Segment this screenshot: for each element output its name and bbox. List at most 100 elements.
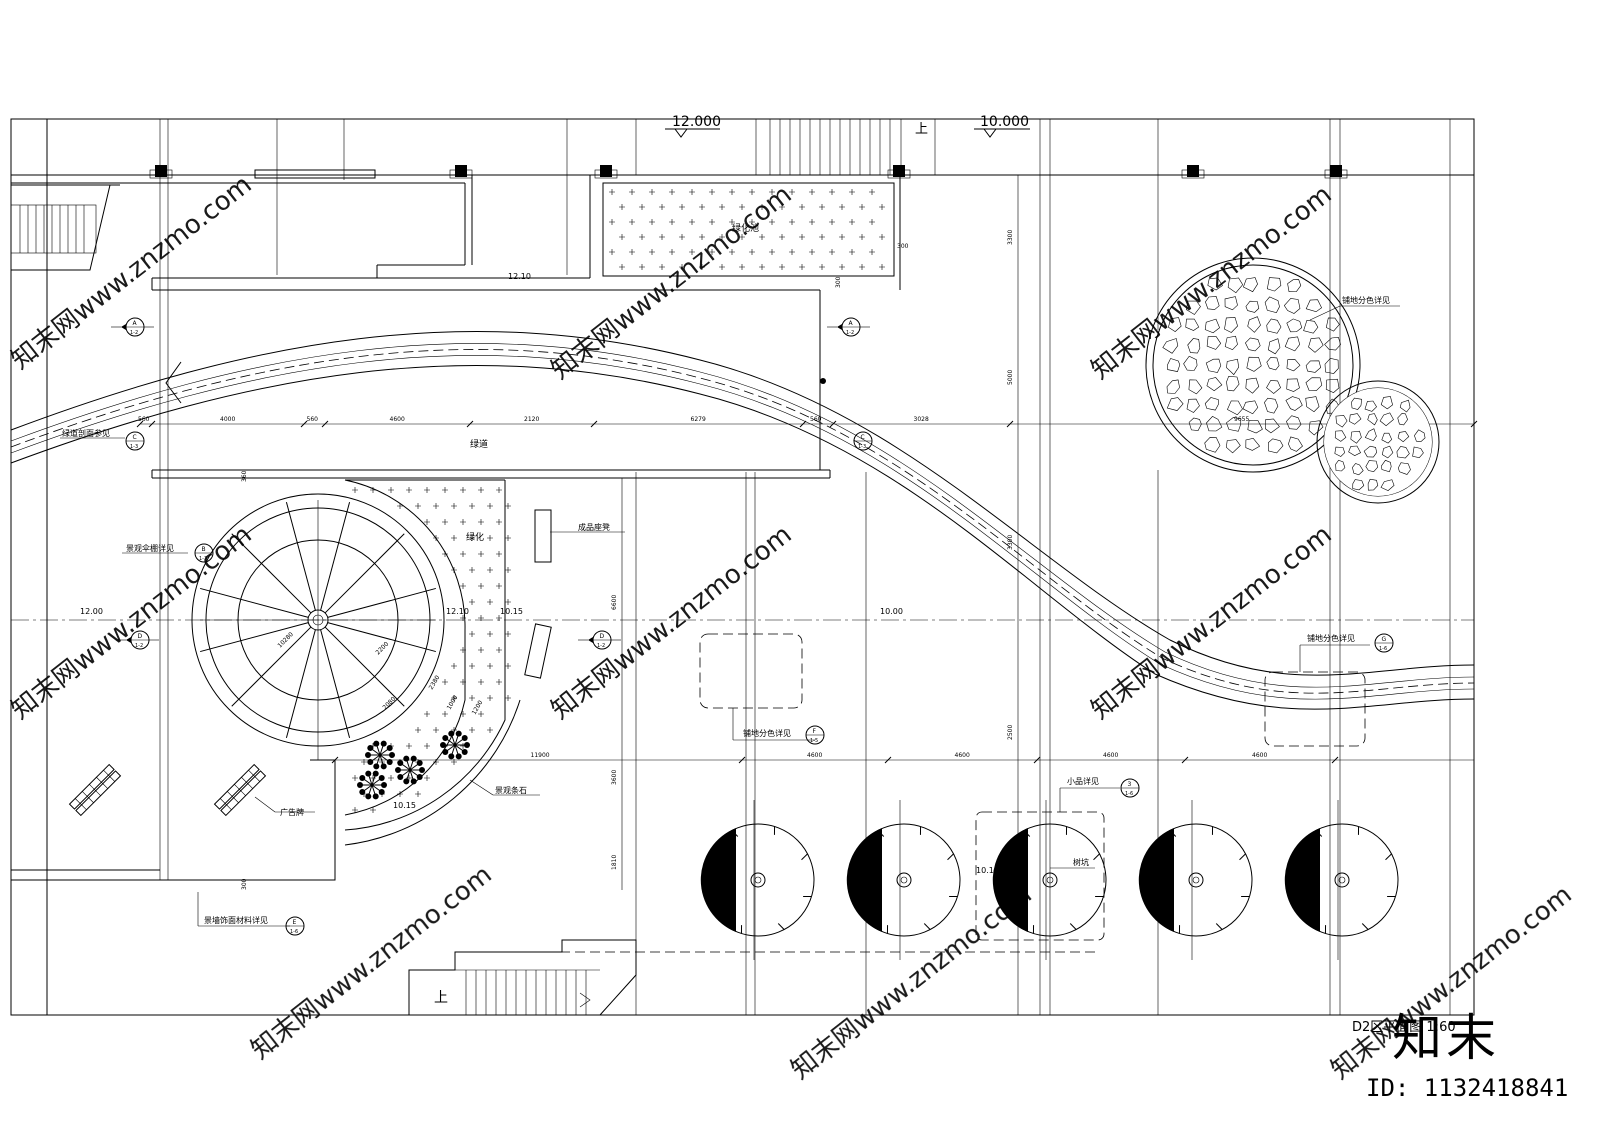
- planting-mark: [460, 583, 466, 589]
- umbrella-rib: [231, 626, 312, 707]
- up-label: 上: [434, 990, 448, 1006]
- svg-text:D: D: [600, 633, 605, 640]
- paving-stone: [1363, 445, 1378, 458]
- paving-stone: [1335, 415, 1348, 428]
- paving-stone: [1266, 380, 1281, 394]
- level-label: 10.000: [980, 114, 1029, 130]
- paving-stone: [1381, 445, 1394, 459]
- planting-mark: [859, 204, 865, 210]
- planting-mark: [839, 204, 845, 210]
- watermark: 知末网www.znzmo.com: [786, 880, 1038, 1086]
- svg-text:3: 3: [1128, 781, 1132, 788]
- planting-mark: [699, 204, 705, 210]
- svg-text:1-3: 1-3: [130, 444, 138, 450]
- planting-mark: [699, 234, 705, 240]
- paving-detail-label: 铺地分色详见: [1342, 295, 1390, 305]
- planting-mark: [460, 711, 466, 717]
- paving-stone: [1246, 356, 1262, 372]
- planting-mark: [739, 234, 745, 240]
- svg-text:1-6: 1-6: [1379, 646, 1387, 652]
- planting-mark: [629, 219, 635, 225]
- planting-mark: [505, 535, 511, 541]
- paving-stone: [1207, 277, 1223, 291]
- planting-mark: [849, 189, 855, 195]
- paving-detail-label: 铺地分色详见: [743, 728, 791, 738]
- paving-stone: [1226, 375, 1240, 392]
- planting-mark: [469, 631, 475, 637]
- umbrella-rib: [327, 587, 436, 618]
- umbrella-rib: [327, 622, 436, 653]
- paving-stone: [1367, 413, 1378, 426]
- planting-mark: [719, 264, 725, 270]
- planting-mark: [819, 204, 825, 210]
- up-label: 上: [915, 122, 928, 137]
- paving-stone: [1206, 336, 1222, 350]
- paving-stone: [1397, 462, 1411, 475]
- planting-mark: [469, 727, 475, 733]
- shrub-icon: [365, 740, 395, 770]
- umbrella-rib: [285, 502, 316, 611]
- planting-mark: [352, 807, 358, 813]
- svg-text:1-6: 1-6: [290, 929, 298, 935]
- level-label: 12.000: [672, 114, 721, 130]
- dimension-label: 4600: [807, 752, 822, 759]
- planting-mark: [487, 567, 493, 573]
- paving-stone: [1224, 296, 1238, 311]
- paving-stone: [1396, 446, 1410, 459]
- green-pool: 绿化池 300 300: [602, 182, 909, 288]
- paving-stone: [1287, 279, 1302, 293]
- planting-mark: [442, 679, 448, 685]
- dimension-label: 5000: [1007, 370, 1014, 385]
- umbrella-rib: [231, 533, 312, 614]
- planting-mark: [406, 743, 412, 749]
- paving-stone: [1245, 377, 1260, 394]
- paving-stone: [1324, 336, 1341, 351]
- seat-label: 成品座凳: [578, 522, 610, 532]
- paving-stone: [1364, 400, 1377, 412]
- planting-mark: [649, 249, 655, 255]
- planting-mark: [729, 189, 735, 195]
- planting-mark: [839, 234, 845, 240]
- umbrella-rib: [200, 622, 309, 653]
- planting-mark: [829, 219, 835, 225]
- structural-columns: [149, 165, 1348, 179]
- planting-mark: [415, 503, 421, 509]
- planting-mark: [609, 249, 615, 255]
- svg-text:F: F: [813, 728, 817, 735]
- stone-paving-circles: [1145, 257, 1440, 504]
- dimension-label: 9655: [1234, 416, 1249, 423]
- planting-mark: [759, 234, 765, 240]
- dimension-label: 4600: [955, 752, 970, 759]
- paving-stone: [1188, 379, 1203, 395]
- paving-stone: [1224, 317, 1238, 333]
- paving-stone: [1162, 338, 1179, 354]
- planting-mark: [478, 583, 484, 589]
- paving-stone: [1397, 431, 1410, 443]
- dimension-label: 360: [241, 470, 248, 482]
- svg-text:1-2: 1-2: [846, 330, 854, 336]
- trail-label: 绿道: [470, 438, 488, 450]
- paving-stone: [1352, 479, 1365, 491]
- planting-mark: [619, 234, 625, 240]
- planting-mark: [424, 487, 430, 493]
- planting-mark: [469, 695, 475, 701]
- watermark: 知末网www.znzmo.com: [546, 180, 798, 386]
- planting-mark: [619, 264, 625, 270]
- dimension-label: 4600: [1252, 752, 1267, 759]
- planting-mark: [749, 189, 755, 195]
- dimension-label: 560: [138, 416, 150, 423]
- dimension-label: 1200: [471, 699, 485, 716]
- planting-mark: [709, 249, 715, 255]
- planting-mark: [629, 249, 635, 255]
- planting-mark: [869, 189, 875, 195]
- planting-mark: [799, 234, 805, 240]
- section-marker: G1-6: [1374, 633, 1394, 653]
- planting-mark: [819, 264, 825, 270]
- paving-stone: [1285, 396, 1303, 411]
- dimension-label: 4000: [220, 416, 235, 423]
- planting-mark: [460, 647, 466, 653]
- planting-mark: [433, 727, 439, 733]
- dimension-label: 4600: [390, 416, 405, 423]
- planting-mark: [424, 775, 430, 781]
